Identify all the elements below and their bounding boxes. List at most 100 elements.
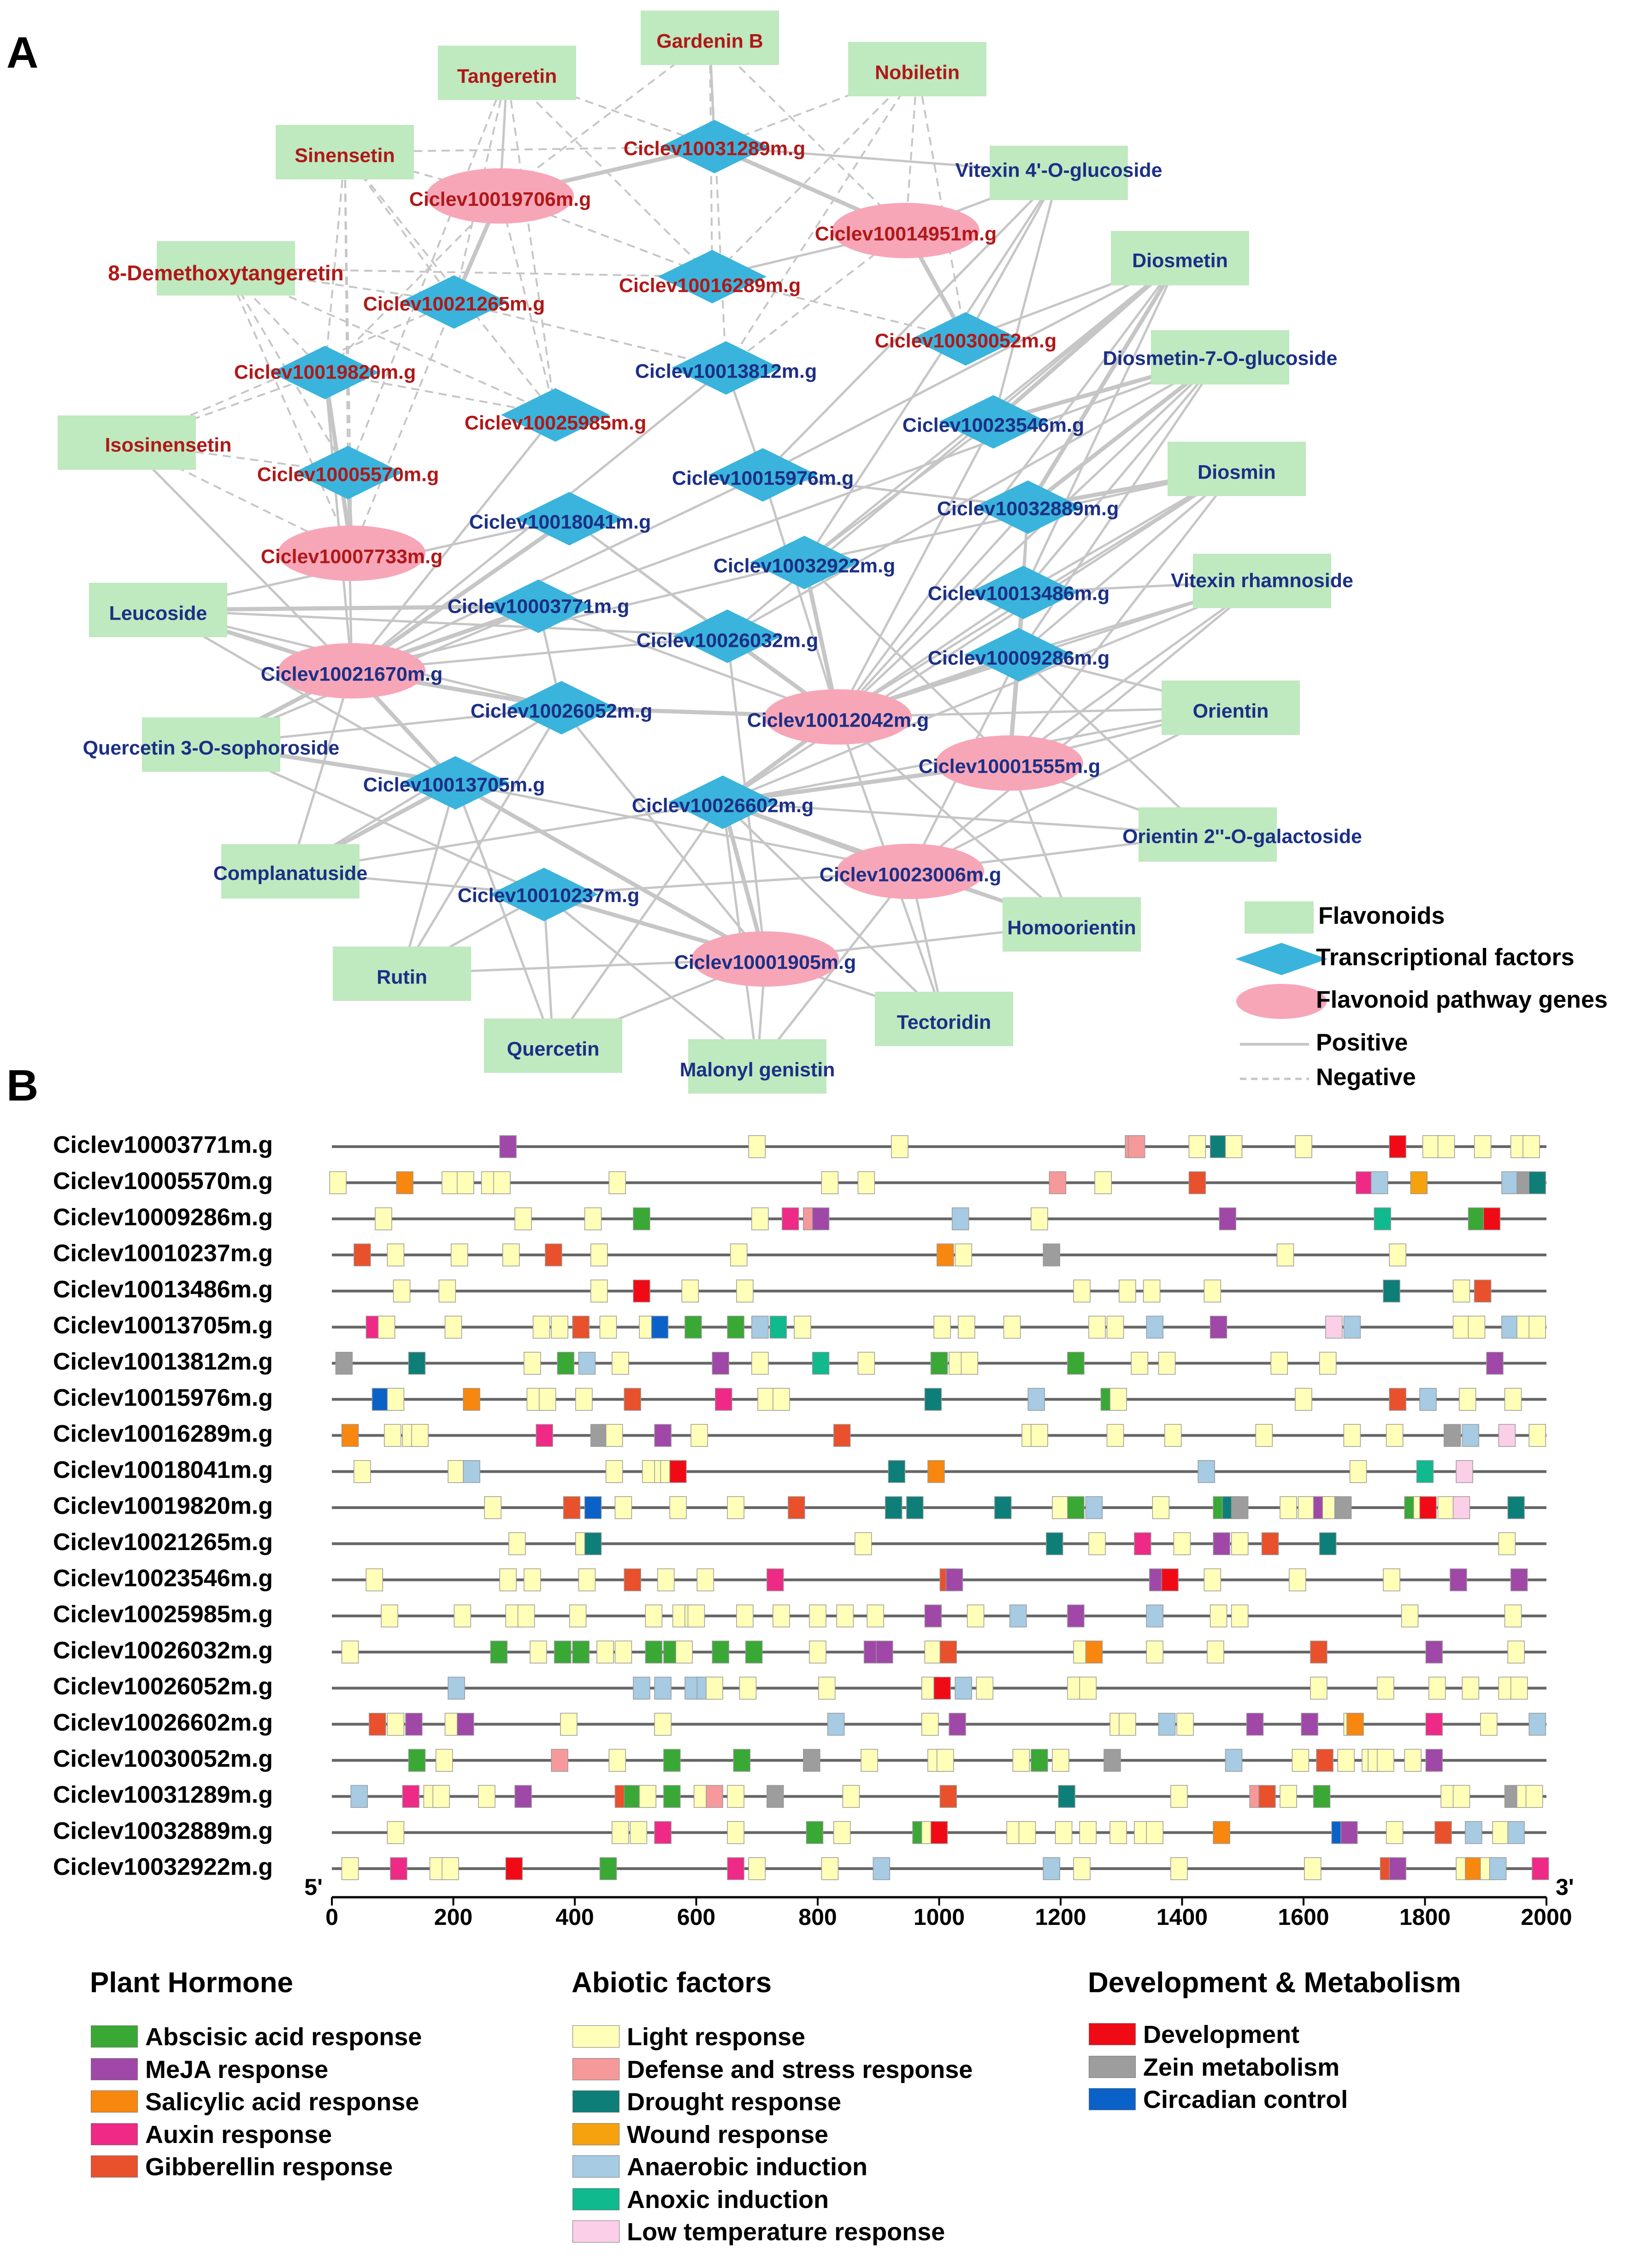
node-label: Ciclev10013705m.g (363, 774, 545, 796)
flavonoid-node-quercetin3 (142, 717, 280, 772)
node-label: Diosmin (1198, 461, 1276, 483)
cis-element-light (1422, 1135, 1440, 1158)
cis-element-light (1452, 1315, 1470, 1339)
network-edge (711, 68, 918, 278)
cis-element-light (818, 1676, 836, 1700)
legend-swatch-defense (572, 2058, 620, 2080)
cis-element-light (442, 1171, 459, 1195)
cis-element-light (1280, 1785, 1297, 1808)
axis-tick-label: 400 (555, 1904, 594, 1930)
gene-track-label: Ciclev10026052m.g (53, 1673, 273, 1700)
cis-element-light (1255, 1424, 1273, 1447)
cis-element-anaerobic (1009, 1604, 1027, 1628)
cis-element-aba (684, 1315, 702, 1339)
cis-element-anaerobic (1146, 1604, 1163, 1628)
network-edge (803, 172, 1060, 563)
flavonoid-node-demethoxy (157, 241, 295, 296)
network-edge (506, 72, 713, 278)
legend-group-title: Abiotic factors (572, 1967, 772, 1999)
node-label: Rutin (377, 966, 427, 988)
cis-element-ga (354, 1243, 371, 1267)
cis-element-aba (490, 1640, 508, 1663)
cis-element-anaerobic (1085, 1496, 1103, 1519)
node-label: Ciclev10019820m.g (234, 361, 416, 383)
flavonoid-node-sinensetin (276, 125, 414, 179)
cis-element-aba (663, 1749, 681, 1772)
node-label: Ciclev10010237m.g (458, 884, 639, 906)
flavonoid-node-orientin (1162, 681, 1300, 735)
cis-element-dev (1483, 1207, 1501, 1231)
cis-element-light (857, 1352, 875, 1375)
flavonoid-node-diosmetin (1111, 231, 1249, 285)
cis-element-light (614, 1496, 632, 1519)
network-edge (837, 421, 995, 718)
cis-element-light (842, 1785, 860, 1808)
cis-element-dev (633, 1279, 650, 1302)
tf-node-t32889 (974, 480, 1082, 534)
gene-track-label: Ciclev10032922m.g (53, 1854, 273, 1881)
cis-element-meja (1246, 1713, 1264, 1736)
cis-element-anaerobic (955, 1676, 972, 1700)
cis-element-anoxic (769, 1315, 787, 1339)
cis-element-anaerobic (1465, 1821, 1482, 1844)
legend-swatch-label: Auxin response (145, 2120, 332, 2149)
cis-element-light (478, 1785, 496, 1808)
cis-element-aba (599, 1857, 617, 1880)
cis-element-anaerobic (1489, 1857, 1507, 1880)
cis-element-meja (499, 1135, 517, 1158)
cis-element-meja (1486, 1352, 1504, 1375)
cis-element-light (1106, 1424, 1124, 1447)
cis-element-light (1452, 1785, 1470, 1808)
node-label: Ciclev10005570m.g (257, 463, 439, 485)
flavonoid-node-homoorientin (1003, 897, 1141, 952)
cis-element-anaerobic (463, 1460, 480, 1483)
gene-track-label: Ciclev10015976m.g (53, 1385, 273, 1411)
legend-label: Positive (1316, 1030, 1408, 1056)
axis-tick-label: 1400 (1156, 1904, 1208, 1930)
cis-element-aba (408, 1749, 426, 1772)
gene-track-label: Ciclev10005570m.g (53, 1168, 273, 1195)
cis-element-light (1458, 1388, 1476, 1411)
cis-element-light (773, 1388, 790, 1411)
node-label: Ciclev10012042m.g (747, 709, 929, 731)
cis-element-drought (1046, 1532, 1063, 1556)
cis-element-anaerobic (951, 1207, 969, 1231)
legend-swatch-label: Development (1143, 2021, 1300, 2048)
network-edge (351, 561, 805, 672)
network-edge (712, 276, 966, 340)
legend-swatch-auxin (91, 2123, 138, 2145)
flavonoid-node-tangeretin (438, 46, 576, 100)
network-edge (568, 517, 839, 718)
cis-element-circ (651, 1315, 669, 1339)
tf-node-t03771 (484, 580, 593, 633)
cis-element-light (891, 1135, 909, 1158)
cis-element-meja (924, 1604, 942, 1628)
cis-element-meja (949, 1713, 966, 1736)
cis-element-light (584, 1207, 602, 1231)
network-edge (916, 69, 967, 339)
gene-node-g19706 (426, 168, 574, 224)
cis-element-zein (803, 1749, 820, 1772)
cis-element-auxin (390, 1857, 407, 1880)
node-label: Gardenin B (656, 30, 763, 52)
cis-element-aba (1067, 1496, 1085, 1519)
axis-tick-label: 200 (434, 1904, 472, 1930)
legend-label: Transcriptional factors (1316, 944, 1575, 971)
network-edge (992, 172, 1060, 422)
flavonoid-node-diosmin (1168, 442, 1306, 496)
cis-element-light (696, 1568, 714, 1592)
cis-element-anoxic (812, 1352, 830, 1375)
network-edge (507, 72, 715, 148)
network-edge (454, 781, 767, 961)
network-edge (454, 782, 555, 1046)
cis-element-light (612, 1821, 629, 1844)
network-edge (347, 72, 508, 473)
flavonoid-node-quercetin (484, 1018, 622, 1073)
network-edge (803, 562, 1010, 764)
cis-element-light (1428, 1676, 1446, 1700)
cis-element-light (639, 1785, 656, 1808)
network-edge (722, 580, 1263, 804)
legend-label: Flavonoids (1318, 903, 1445, 929)
